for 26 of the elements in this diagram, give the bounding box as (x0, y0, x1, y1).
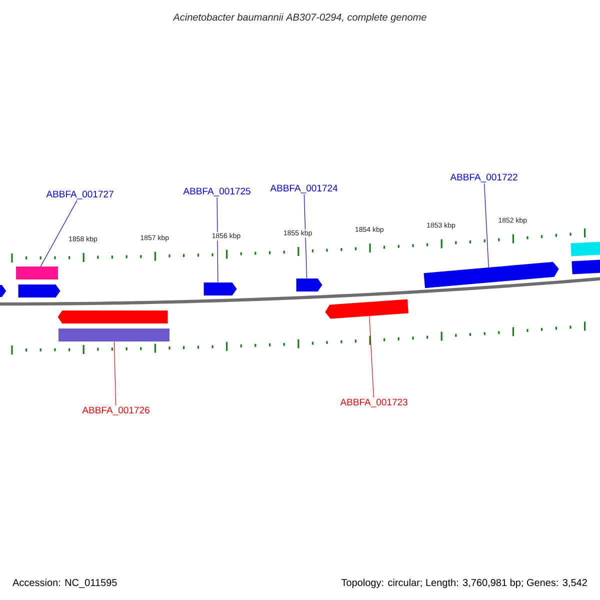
gene-label: ABBFA_001723 (340, 398, 408, 408)
gene-block (572, 260, 600, 274)
gene-label: ABBFA_001724 (270, 184, 338, 194)
leader-line (369, 316, 374, 398)
gene-feature (18, 284, 60, 298)
footer-text: Topology: circular; Length: 3,760,981 bp; Genes: 3,542 (341, 578, 587, 588)
footer-text: Accession: NC_011595 (12, 578, 117, 588)
gene-feature (58, 310, 168, 324)
gene-feature (325, 299, 408, 319)
gene-block (570, 242, 600, 256)
gene-feature (0, 285, 6, 297)
leader-line (114, 341, 116, 406)
leader-line (216, 197, 218, 283)
leader-line (40, 200, 78, 267)
gene-label: ABBFA_001722 (450, 174, 518, 182)
title: Acinetobacter baumannii AB307-0294, complete genome (172, 13, 426, 23)
gene-feature (204, 282, 237, 296)
gene-block (16, 266, 58, 280)
gene-feature (424, 262, 559, 288)
gene-label: ABBFA_001726 (82, 406, 150, 416)
leader-line (304, 194, 308, 279)
gene-label: ABBFA_001725 (183, 188, 250, 196)
gene-label: ABBFA_001727 (46, 190, 114, 200)
leader-line (484, 183, 489, 268)
gene-block (58, 328, 170, 342)
gene-feature (296, 278, 322, 292)
